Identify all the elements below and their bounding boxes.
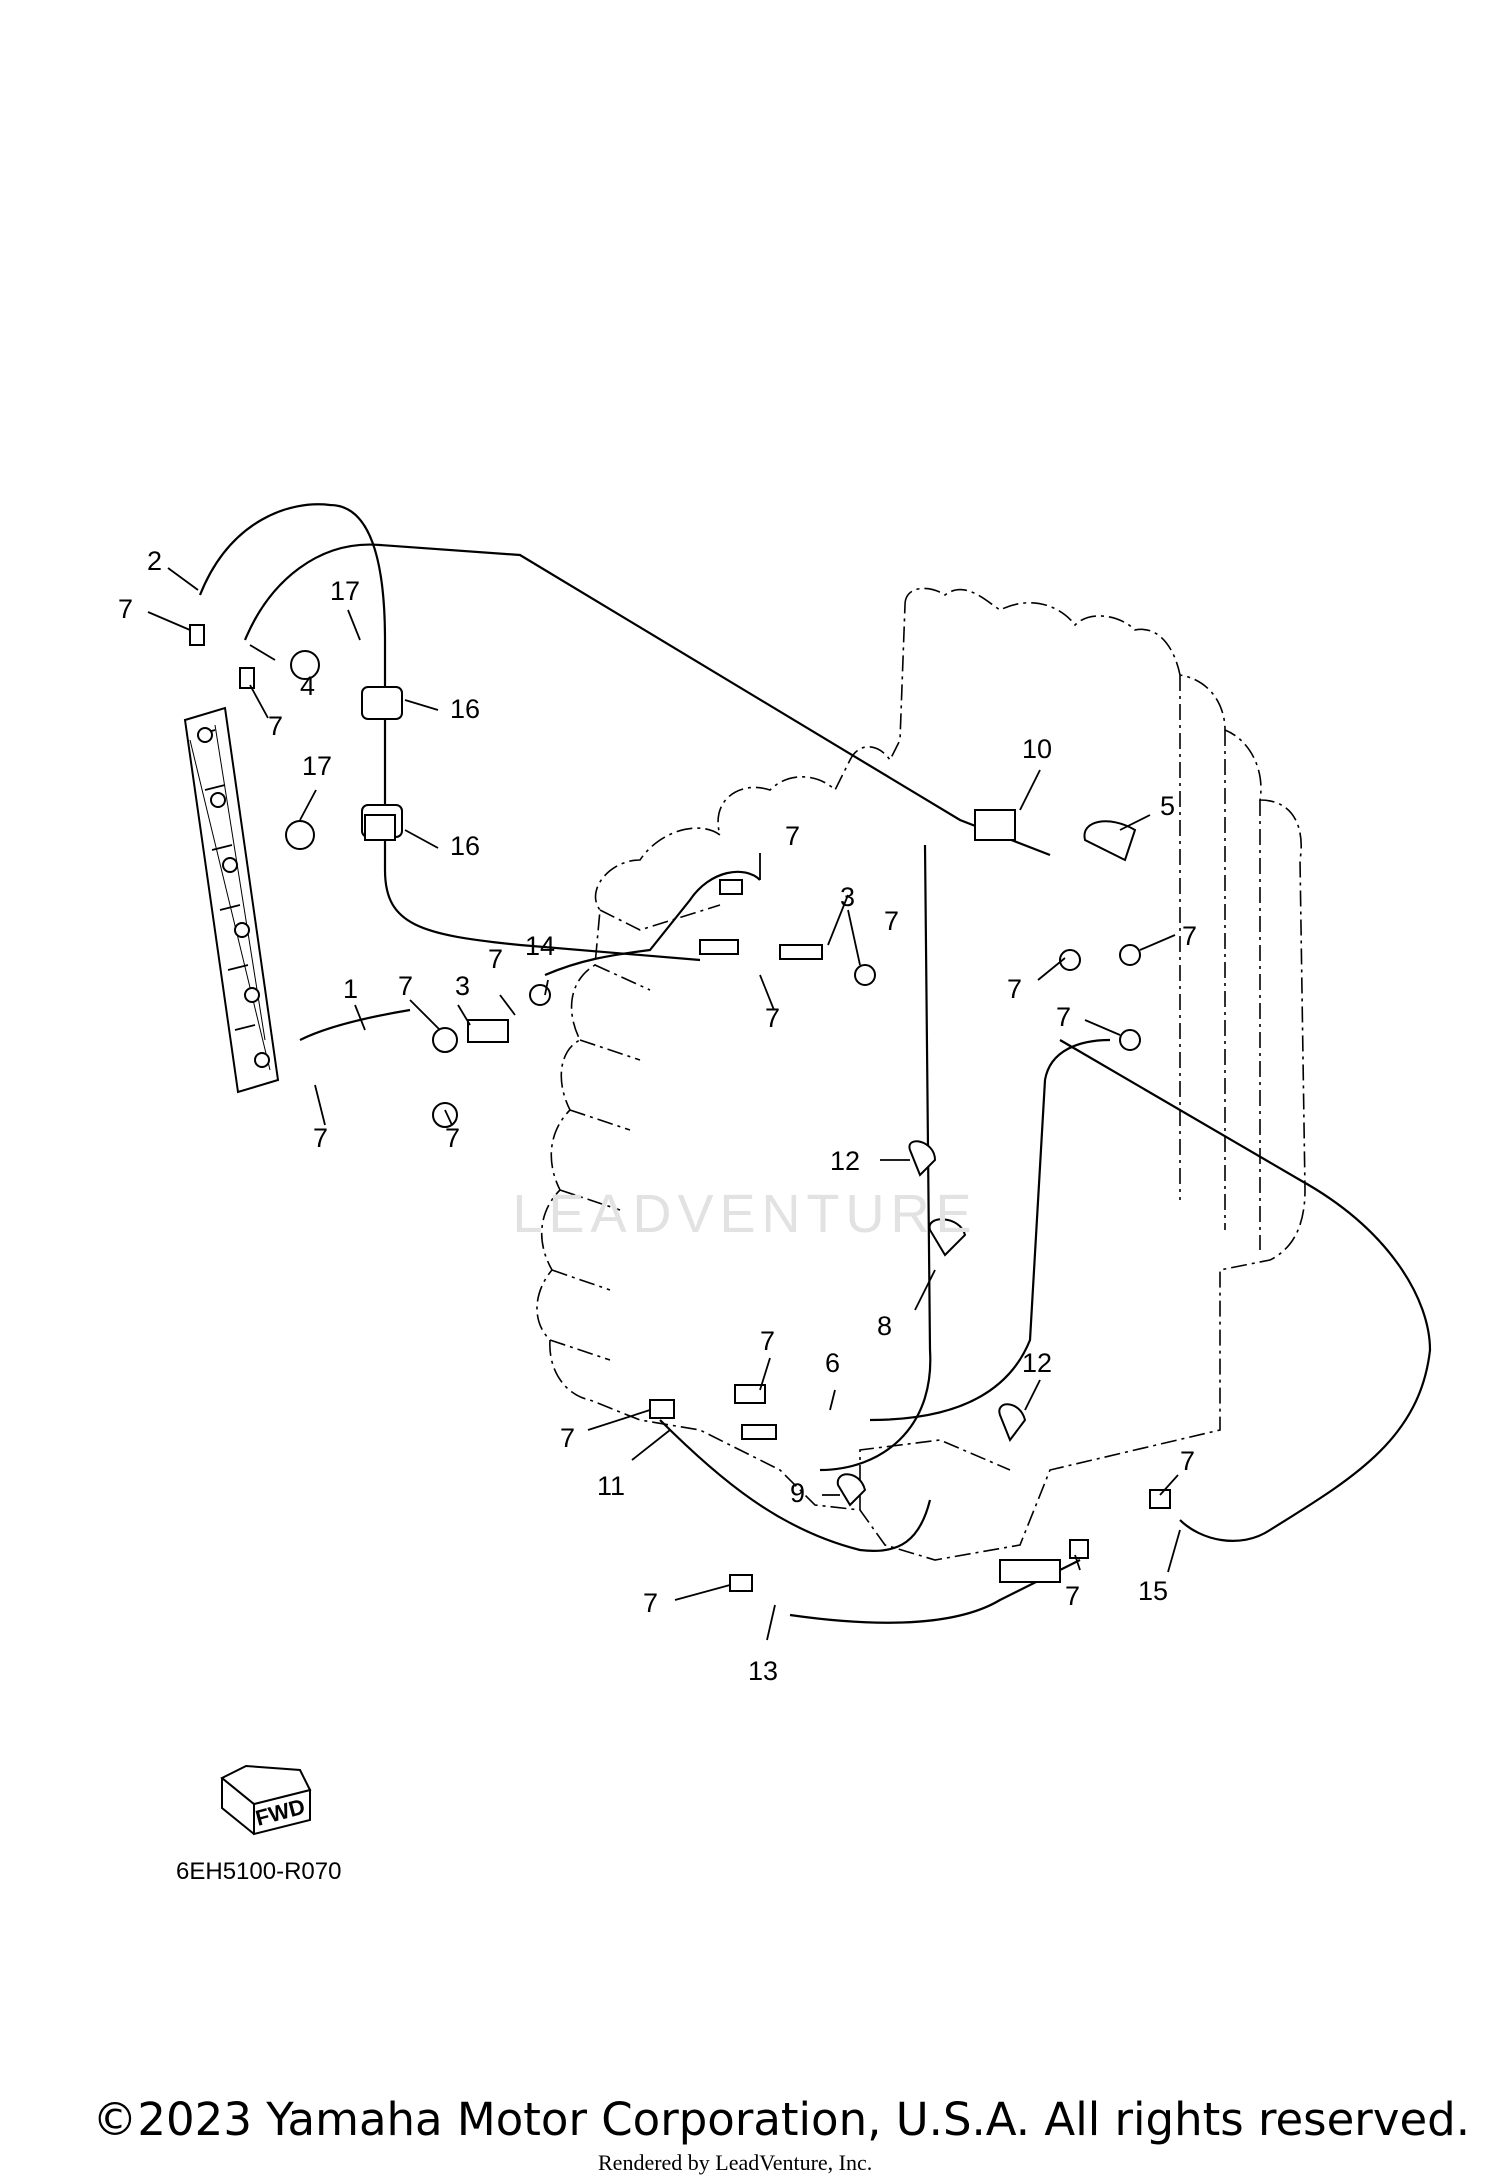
callout-13: 13 [748,1656,778,1686]
callout-9: 9 [790,1478,805,1508]
callout-7: 7 [313,1123,328,1153]
callout-7: 7 [1007,974,1022,1004]
callout-17: 17 [302,751,332,781]
callout-7: 7 [268,711,283,741]
callout-7: 7 [785,821,800,851]
callout-3: 3 [455,971,470,1001]
diagram-code: 6EH5100-R070 [176,1858,342,1885]
callout-7: 7 [118,594,133,624]
callout-7: 7 [1182,921,1197,951]
callout-7: 7 [765,1003,780,1033]
callout-5: 5 [1160,791,1175,821]
callout-4: 4 [300,671,315,701]
callout-10: 10 [1022,734,1052,764]
callout-12: 12 [830,1146,860,1176]
callout-11: 11 [597,1471,625,1501]
callout-17: 17 [330,576,360,606]
callout-1: 1 [343,974,358,1004]
callout-7: 7 [398,971,413,1001]
callout-12: 12 [1022,1348,1052,1378]
callout-6: 6 [825,1348,840,1378]
callout-3: 3 [840,882,855,912]
callout-16: 16 [450,694,480,724]
callout-8: 8 [877,1311,892,1341]
callout-7: 7 [760,1326,775,1356]
watermark-text: LEADVENTURE [512,1184,977,1244]
callout-14: 14 [525,931,555,961]
callout-15: 15 [1138,1576,1168,1606]
fittings [189,624,1171,1592]
engine-block-outline [536,587,1306,1561]
callout-7: 7 [1065,1581,1080,1611]
leader-lines [147,567,1181,1641]
callout-7: 7 [488,944,503,974]
hoses [198,503,1432,1624]
callout-7: 7 [560,1423,575,1453]
callout-2: 2 [147,546,162,576]
cylinder-cover-plate [183,706,280,1094]
callout-16: 16 [450,831,480,861]
callout-7: 7 [643,1588,658,1618]
callout-7: 7 [884,906,899,936]
rendered-by-note: Rendered by LeadVenture, Inc. [598,2150,873,2175]
callout-labels: 2 7 4 17 7 16 17 16 10 5 7 3 7 7 7 7 7 1… [118,546,1197,1686]
copyright-notice: ©2023 Yamaha Motor Corporation, U.S.A. A… [92,2093,1470,2146]
fwd-arrow-icon: FWD [220,1764,312,1836]
callout-7: 7 [1056,1002,1071,1032]
callout-7: 7 [1180,1446,1195,1476]
callout-7: 7 [445,1123,460,1153]
